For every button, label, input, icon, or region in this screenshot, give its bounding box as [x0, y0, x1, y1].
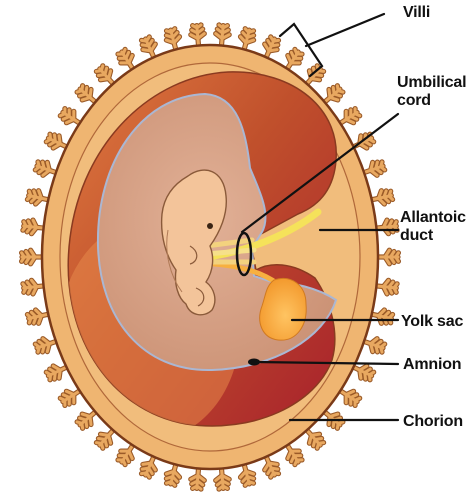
villus	[96, 429, 114, 449]
villus	[376, 250, 398, 264]
villus	[46, 366, 68, 380]
villus	[306, 66, 324, 86]
villus	[339, 109, 360, 125]
label-villi: Villi	[403, 4, 430, 22]
villus	[286, 49, 302, 70]
villus	[77, 411, 97, 429]
villus	[265, 37, 279, 59]
villus	[286, 444, 302, 465]
villus	[77, 86, 97, 104]
label-allantoic-duct-line2: duct	[400, 227, 466, 245]
villus	[142, 37, 156, 59]
villus	[118, 444, 134, 465]
label-allantoic-duct: Allantoic duct	[400, 209, 466, 245]
label-umbilical-cord: Umbilical cord	[397, 74, 466, 110]
villus	[118, 49, 134, 70]
villus	[60, 109, 81, 125]
villus	[323, 86, 343, 104]
label-chorion: Chorion	[403, 413, 463, 431]
villus	[46, 134, 68, 148]
villus	[306, 429, 324, 449]
villus	[352, 366, 374, 380]
villi-leader	[306, 14, 384, 46]
label-allantoic-duct-line1: Allantoic	[400, 209, 466, 227]
label-yolk-sac: Yolk sac	[401, 313, 463, 331]
amnion-marker	[248, 359, 260, 366]
label-umbilical-cord-line1: Umbilical	[397, 74, 466, 92]
villus	[142, 455, 156, 477]
villus	[339, 390, 360, 406]
villus	[96, 66, 114, 86]
label-umbilical-cord-line2: cord	[397, 92, 466, 110]
embryo-eye	[207, 223, 213, 229]
villus	[265, 455, 279, 477]
villus	[60, 390, 81, 406]
label-amnion: Amnion	[403, 356, 461, 374]
villus	[22, 250, 44, 264]
